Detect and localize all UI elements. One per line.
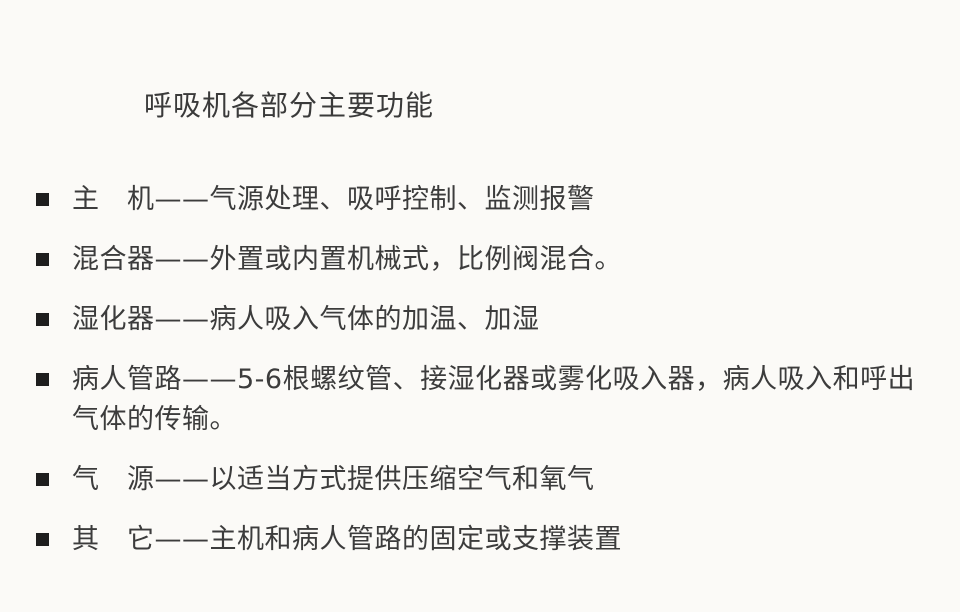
bullet-item: 混合器——外置或内置机械式，比例阀混合。 [30,240,916,279]
bullet-square-icon [36,532,49,546]
bullet-square-icon [36,472,49,486]
bullet-square-icon [36,253,49,267]
bullet-item: 气 源——以适当方式提供压缩空气和氧气 [30,460,916,499]
bullet-text: 气 源——以适当方式提供压缩空气和氧气 [72,463,595,495]
bullet-item: 主 机——气源处理、吸呼控制、监测报警 [30,180,916,219]
bullet-list: 主 机——气源处理、吸呼控制、监测报警 混合器——外置或内置机械式，比例阀混合。… [30,180,916,559]
bullet-item: 病人管路——5-6根螺纹管、接湿化器或雾化吸入器，病人吸入和呼出气体的传输。 [30,360,916,438]
bullet-text: 其 它——主机和病人管路的固定或支撑装置 [72,523,622,555]
bullet-square-icon [36,193,49,206]
bullet-item: 其 它——主机和病人管路的固定或支撑装置 [30,520,916,559]
bullet-square-icon [36,313,49,327]
bullet-text: 湿化器——病人吸入气体的加温、加湿 [72,304,540,336]
bullet-text: 主 机——气源处理、吸呼控制、监测报警 [72,184,595,215]
bullet-text: 混合器——外置或内置机械式，比例阀混合。 [72,244,622,276]
bullet-item: 湿化器——病人吸入气体的加温、加湿 [30,300,916,339]
bullet-text: 病人管路——5-6根螺纹管、接湿化器或雾化吸入器，病人吸入和呼出气体的传输。 [72,364,916,435]
slide-title: 呼吸机各部分主要功能 [144,89,435,122]
bullet-square-icon [36,373,49,387]
